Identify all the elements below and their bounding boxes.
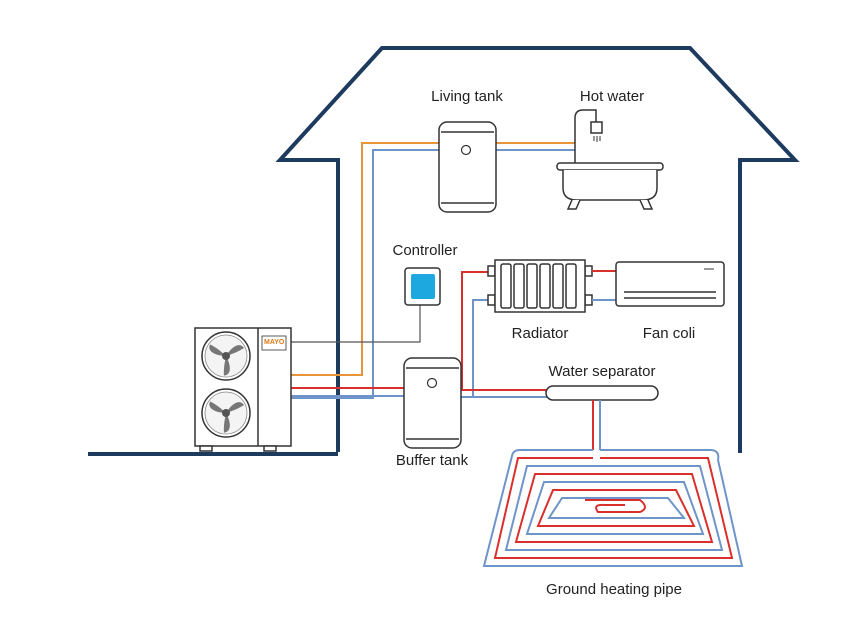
fan-icon bbox=[201, 331, 251, 381]
living-tank-icon bbox=[438, 121, 497, 213]
fan-coil-label: Fan coli bbox=[642, 325, 696, 342]
fan-coil-icon bbox=[615, 261, 725, 307]
radiator-icon bbox=[487, 259, 593, 313]
buffer-tank-icon bbox=[403, 357, 462, 449]
supply-pipes bbox=[290, 271, 548, 391]
heat-pump-brand: MAYO bbox=[264, 339, 285, 346]
radiator-fan-coil-pipes bbox=[592, 270, 616, 301]
controller-wire bbox=[290, 305, 421, 343]
ground-heating-pipe-label: Ground heating pipe bbox=[546, 581, 682, 598]
ground-heating-pipe bbox=[482, 449, 744, 567]
controller-device bbox=[404, 267, 441, 306]
bathtub-icon bbox=[556, 109, 664, 210]
living-tank-label: Living tank bbox=[431, 88, 503, 105]
buffer-tank-label: Buffer tank bbox=[395, 452, 469, 469]
separator-to-floor-pipes bbox=[592, 400, 601, 450]
house-outline bbox=[88, 46, 800, 456]
radiator-label: Radiator bbox=[511, 325, 569, 342]
fan-icon bbox=[201, 388, 251, 438]
water-separator-label: Water separator bbox=[548, 363, 656, 380]
water-separator-icon bbox=[545, 385, 659, 401]
controller-label: Controller bbox=[392, 242, 458, 259]
hot-water-label: Hot water bbox=[579, 88, 645, 105]
return-pipes bbox=[290, 149, 575, 399]
hot-water-pipes bbox=[290, 142, 575, 376]
